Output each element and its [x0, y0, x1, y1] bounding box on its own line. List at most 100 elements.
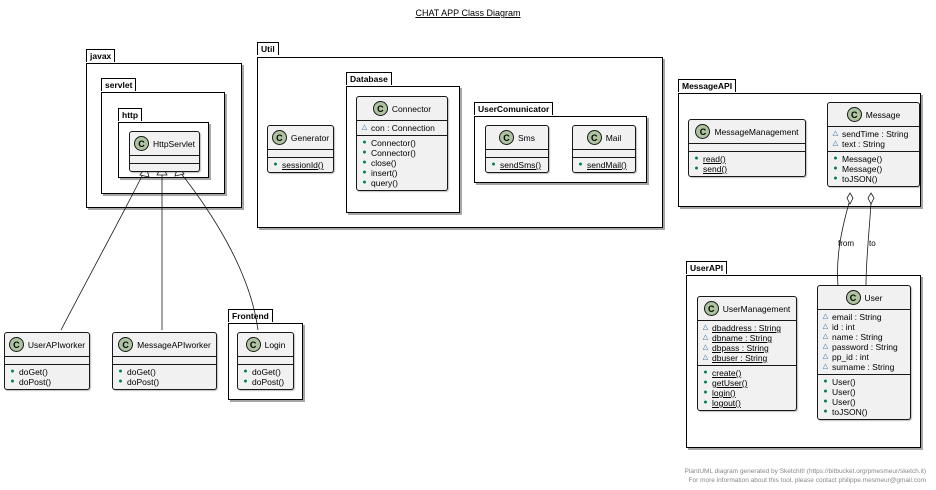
class-methods: ●Connector() ●Connector() ●close() ●inse…	[357, 135, 447, 190]
class-fields	[689, 143, 805, 151]
field: email : String	[832, 312, 882, 322]
inheritance-edge-userapiworker	[60, 171, 145, 331]
class-icon: C	[695, 124, 711, 139]
class-methods: ●Message() ●Message() ●toJSON()	[828, 151, 919, 186]
class-fields	[130, 155, 199, 163]
class-methods: ●doGet() ●doPost()	[113, 364, 216, 389]
class-methods	[130, 163, 199, 171]
field: dbpass : String	[712, 343, 769, 353]
package-usercomunicator-label: UserComunicator	[474, 102, 554, 115]
field: dbuser : String	[712, 353, 768, 363]
method: sendMail()	[587, 160, 627, 170]
package-util-label: Util	[257, 42, 279, 55]
method: doGet()	[252, 367, 281, 377]
class-methods: ●doGet() ●doPost()	[238, 364, 293, 389]
class-name: Mail	[605, 132, 622, 143]
method: sendSms()	[500, 160, 542, 170]
method: toJSON()	[842, 174, 878, 184]
method: doPost()	[127, 377, 160, 387]
package-userapi-label: UserAPI	[686, 261, 728, 274]
method: logout()	[712, 398, 741, 408]
footer-line-1: PlantUML diagram generated by SketchIt! …	[684, 468, 926, 475]
class-name: Connector	[391, 103, 432, 114]
class-icon: C	[586, 130, 602, 145]
class-methods: ●sendMail()	[573, 157, 635, 172]
class-fields	[486, 149, 548, 157]
field: password : String	[832, 342, 898, 352]
class-icon: C	[245, 337, 261, 352]
field: pp_id : int	[832, 352, 869, 362]
field: dbaddress : String	[712, 323, 781, 333]
field: name : String	[832, 332, 883, 342]
class-name: MessageAPIworker	[137, 339, 211, 350]
class-icon: C	[271, 130, 287, 145]
method: sessionId()	[282, 160, 324, 170]
method: Message()	[842, 154, 883, 164]
package-javax-label: javax	[86, 49, 116, 62]
method: doGet()	[127, 367, 156, 377]
class-fields	[573, 149, 635, 157]
class-name: Login	[264, 339, 286, 350]
inheritance-edge-login	[179, 171, 259, 331]
class-fields: △dbaddress : String △dbname : String △db…	[698, 320, 796, 365]
method: toJSON()	[832, 407, 868, 417]
class-icon: C	[845, 290, 861, 305]
aggregation-edge-to	[865, 202, 872, 287]
class-fields	[5, 356, 89, 364]
package-database-label: Database	[346, 72, 392, 85]
class-name: Sms	[518, 132, 535, 143]
method: query()	[371, 178, 398, 188]
method: Message()	[842, 164, 883, 174]
class-methods: ●sendSms()	[486, 157, 548, 172]
method: login()	[712, 388, 736, 398]
class-fields: △email : String △id : int △name : String…	[818, 309, 910, 374]
class-fields	[238, 356, 293, 364]
class-methods: ●read() ●send()	[689, 151, 805, 176]
diagram-title: CHAT APP Class Diagram	[415, 8, 521, 18]
footer-line-2: For more information about this tool, pl…	[688, 477, 926, 484]
field: surname : String	[832, 362, 895, 372]
field: con : Connection	[371, 123, 435, 133]
class-icon: C	[118, 337, 134, 352]
field: dbname : String	[712, 333, 773, 343]
aggregation-diamond	[846, 192, 854, 205]
package-messageapi-label: MessageAPI	[678, 79, 737, 92]
class-icon: C	[133, 136, 149, 151]
field: id : int	[832, 322, 855, 332]
class-name: Generator	[290, 132, 330, 143]
field: sendTime : String	[842, 129, 909, 139]
aggregation-diamond	[867, 192, 875, 205]
class-methods: ●create() ●getUser() ●login() ●logout()	[698, 365, 796, 410]
method: Connector()	[371, 148, 416, 158]
method: Connector()	[371, 138, 416, 148]
method: close()	[371, 158, 397, 168]
class-icon: C	[703, 301, 719, 316]
class-name: User	[864, 292, 883, 303]
package-http-label: http	[118, 108, 143, 121]
method: doGet()	[19, 367, 48, 377]
class-sms: C Sms ●sendSms()	[485, 125, 549, 173]
class-icon: C	[372, 101, 388, 116]
relation-label-to: to	[869, 239, 876, 248]
class-methods: ●doGet() ●doPost()	[5, 364, 89, 389]
method: User()	[832, 397, 856, 407]
method: read()	[703, 154, 726, 164]
class-icon: C	[499, 130, 514, 145]
field: text : String	[842, 139, 885, 149]
class-name: MessageManagement	[714, 126, 799, 137]
class-icon: C	[8, 337, 24, 352]
class-icon: C	[846, 107, 862, 122]
method: send()	[703, 164, 728, 174]
class-name: Message	[865, 109, 901, 120]
method: User()	[832, 387, 856, 397]
